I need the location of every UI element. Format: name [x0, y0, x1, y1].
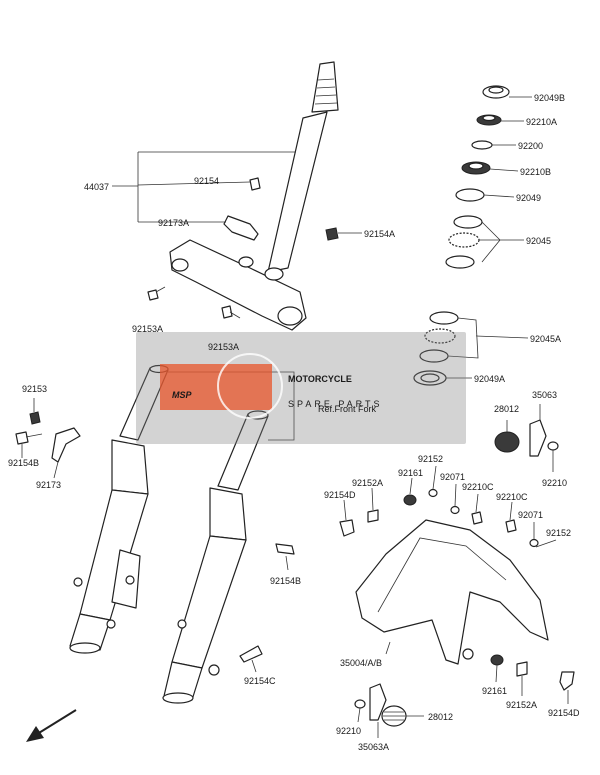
bracket-92173: [51, 427, 81, 463]
label-92152-right: 92152: [546, 528, 571, 538]
bolt-92154A: [325, 227, 339, 241]
label-92173: 92173: [36, 480, 61, 490]
label-92210-bottom: 92210: [336, 726, 361, 736]
label-92154-top: 92154: [194, 176, 219, 186]
bolt-92154C: [239, 645, 263, 663]
label-92173A: 92173A: [158, 218, 189, 228]
nut-92210-bottom: [354, 699, 366, 709]
front-direction-arrow: [26, 709, 77, 742]
collar-92152A-bottom: [516, 661, 528, 677]
steering-stem-44037: [169, 61, 339, 331]
watermark-sub: SPARE PARTS: [288, 399, 383, 409]
label-92153A-left: 92153A: [132, 324, 163, 334]
label-28012-bottom: 28012: [428, 712, 453, 722]
label-92049: 92049: [516, 193, 541, 203]
label-92153A-mid: 92153A: [208, 342, 239, 352]
label-92154C: 92154C: [244, 676, 276, 686]
label-92045A: 92045A: [530, 334, 561, 344]
collar-92152A-top: [367, 509, 379, 523]
watermark: MSP MOTORCYCLE SPARE PARTS: [136, 332, 466, 444]
label-92071-right: 92071: [518, 510, 543, 520]
label-92154B-mid: 92154B: [270, 576, 301, 586]
watermark-brand: MOTORCYCLE: [288, 374, 352, 384]
leader-lines: [21, 96, 569, 738]
label-92153: 92153: [22, 384, 47, 394]
nut-92210C-a: [471, 511, 483, 525]
bolt-92153: [29, 411, 41, 425]
watermark-logo: MSP: [172, 390, 193, 400]
front-fork-left: [69, 364, 169, 654]
front-fender-35004: [355, 519, 549, 665]
nut-92210C-b: [505, 519, 517, 533]
washer-92071-right: [529, 538, 539, 548]
bolt-92154-top: [249, 177, 261, 191]
label-92154D-left: 92154D: [324, 490, 356, 500]
bolt-92154D-left: [339, 519, 355, 537]
label-92161-top: 92161: [398, 468, 423, 478]
front-fork-right: [162, 410, 269, 704]
label-92210B: 92210B: [520, 167, 551, 177]
label-92152A-top: 92152A: [352, 478, 383, 488]
label-92154A: 92154A: [364, 229, 395, 239]
bearing-stack: [413, 85, 510, 386]
label-92152-top: 92152: [418, 454, 443, 464]
label-92049B: 92049B: [534, 93, 565, 103]
label-92200: 92200: [518, 141, 543, 151]
bolt-92154B-left: [15, 431, 43, 445]
label-92049A: 92049A: [474, 374, 505, 384]
label-28012-top: 28012: [494, 404, 519, 414]
label-92210C-b: 92210C: [496, 492, 528, 502]
label-92210A: 92210A: [526, 117, 557, 127]
clamp-92173A: [223, 215, 259, 241]
part-labels: 44037 92154 92173A 92154A 92153A 92153A …: [8, 93, 580, 752]
label-35004: 35004/A/B: [340, 658, 382, 668]
label-92154D-right: 92154D: [548, 708, 580, 718]
bolt-92154D-right: [559, 671, 575, 691]
label-92071-top: 92071: [440, 472, 465, 482]
bracket-35063: [529, 419, 547, 457]
collar-92152-top: [428, 488, 438, 498]
label-92154B-left: 92154B: [8, 458, 39, 468]
label-35063: 35063: [532, 390, 557, 400]
label-92210C-a: 92210C: [462, 482, 494, 492]
grommet-92161-bottom: [490, 654, 504, 666]
bolt-92153A-left: [147, 286, 166, 301]
grommet-92161-top: [403, 494, 417, 506]
label-ref-front-fork: Ref.Front Fork: [318, 404, 377, 414]
bolt-92153A-mid: [221, 305, 241, 319]
label-44037: 44037: [84, 182, 109, 192]
bracket-35063A: [369, 683, 387, 721]
bolt-92154B-mid: [275, 543, 295, 555]
nut-92210-right: [547, 441, 559, 451]
label-35063A: 35063A: [358, 742, 389, 752]
washer-92071-top: [450, 505, 460, 515]
label-92152A-bottom: 92152A: [506, 700, 537, 710]
label-92161-bottom: 92161: [482, 686, 507, 696]
cap-28012-top: [494, 431, 520, 453]
label-92210-right: 92210: [542, 478, 567, 488]
cap-28012-bottom: [381, 705, 407, 727]
label-92045: 92045: [526, 236, 551, 246]
